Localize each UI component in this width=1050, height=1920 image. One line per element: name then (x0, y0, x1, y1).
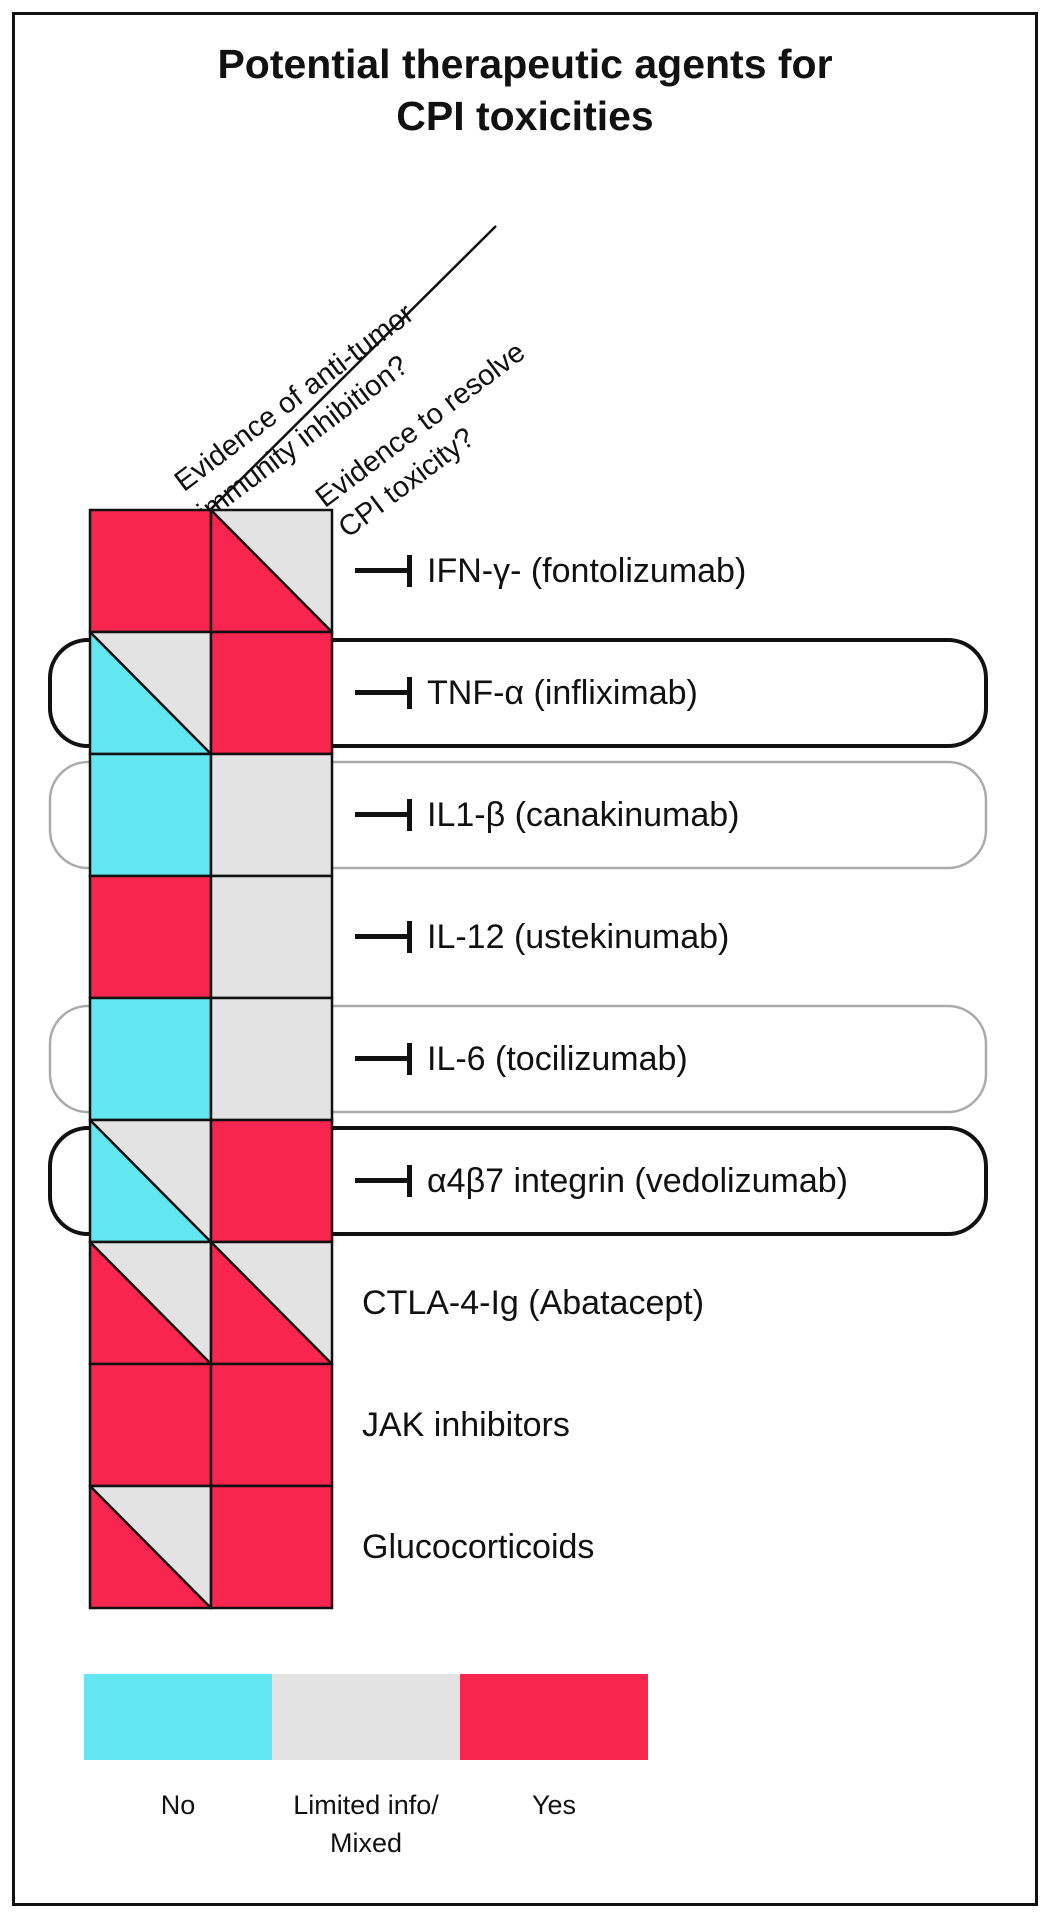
legend-label-no: No (160, 1790, 196, 1820)
cell-fill-limited (211, 754, 332, 876)
grid-cells (88, 508, 334, 1610)
legend-swatch-yes (460, 1674, 648, 1760)
agent-row-2: IL1-β (canakinumab) (355, 795, 739, 835)
cell-antitumor (88, 1118, 213, 1244)
cell-diagonal (210, 509, 333, 633)
legend-label-limited: Limited info/ (293, 1790, 439, 1820)
inhibition-icon (355, 553, 415, 589)
cell-resolve (209, 874, 334, 1000)
agent-label: Glucocorticoids (362, 1527, 595, 1566)
cell-resolve (209, 1484, 334, 1610)
cell-antitumor (88, 752, 213, 878)
agent-label: CTLA-4-Ig (Abatacept) (362, 1283, 705, 1322)
agent-row-0: IFN-γ- (fontolizumab) (355, 551, 746, 591)
agent-label: IFN-γ- (fontolizumab) (427, 551, 747, 590)
cell-resolve (209, 630, 334, 756)
cell-resolve (209, 752, 334, 878)
cell-diagonal (89, 1241, 212, 1365)
cell-resolve (209, 1118, 334, 1244)
cell-resolve (209, 996, 334, 1122)
cell-diagonal (89, 1119, 212, 1243)
cell-fill-no (90, 754, 211, 876)
agent-label: IL-12 (ustekinumab) (427, 917, 730, 956)
figure-frame (12, 12, 1038, 1906)
legend-label-yes: Yes (531, 1790, 577, 1820)
cell-resolve (209, 508, 334, 634)
cell-antitumor (88, 508, 213, 634)
agent-row-4: IL-6 (tocilizumab) (355, 1039, 688, 1079)
cell-diagonal (89, 631, 212, 755)
agent-label: IL1-β (canakinumab) (427, 795, 740, 834)
cell-fill-yes (211, 1364, 332, 1486)
cell-fill-limited (211, 998, 332, 1120)
agent-row-1: TNF-α (infliximab) (355, 673, 698, 713)
agent-row-3: IL-12 (ustekinumab) (355, 917, 729, 957)
agent-label: IL-6 (tocilizumab) (427, 1039, 688, 1078)
cell-fill-yes (211, 1486, 332, 1608)
inhibition-icon (355, 797, 415, 833)
cell-diagonal (210, 1241, 333, 1365)
inhibition-icon (355, 1041, 415, 1077)
legend-swatch-limited (272, 1674, 460, 1760)
figure-title-line-1: Potential therapeutic agents for (217, 41, 833, 87)
cell-antitumor (88, 1362, 213, 1488)
legend-label-limited: Mixed (329, 1828, 403, 1858)
cell-resolve (209, 1240, 334, 1366)
cell-fill-yes (211, 632, 332, 754)
cell-diagonal (89, 1485, 212, 1609)
cell-fill-yes (90, 510, 211, 632)
cell-fill-limited (211, 876, 332, 998)
agent-row-6: CTLA-4-Ig (Abatacept) (362, 1283, 704, 1323)
cell-fill-yes (90, 1364, 211, 1486)
agent-label: JAK inhibitors (362, 1405, 570, 1444)
cell-antitumor (88, 630, 213, 756)
inhibition-icon (355, 1163, 415, 1199)
agent-label: TNF-α (infliximab) (427, 673, 698, 712)
cell-fill-no (90, 998, 211, 1120)
cell-border (209, 1484, 334, 1610)
cell-fill-yes (211, 1120, 332, 1242)
cell-antitumor (88, 1240, 213, 1366)
agent-row-8: Glucocorticoids (362, 1527, 594, 1567)
cell-resolve (209, 1362, 334, 1488)
agent-row-7: JAK inhibitors (362, 1405, 570, 1445)
cell-fill-yes (90, 876, 211, 998)
agent-label: α4β7 integrin (vedolizumab) (427, 1161, 848, 1200)
cell-antitumor (88, 996, 213, 1122)
agent-row-5: α4β7 integrin (vedolizumab) (355, 1161, 848, 1201)
legend-swatch-no (84, 1674, 272, 1760)
cell-antitumor (88, 874, 213, 1000)
inhibition-icon (355, 919, 415, 955)
inhibition-icon (355, 675, 415, 711)
figure-title-line-2: CPI toxicities (396, 93, 654, 139)
cell-antitumor (88, 1484, 213, 1610)
